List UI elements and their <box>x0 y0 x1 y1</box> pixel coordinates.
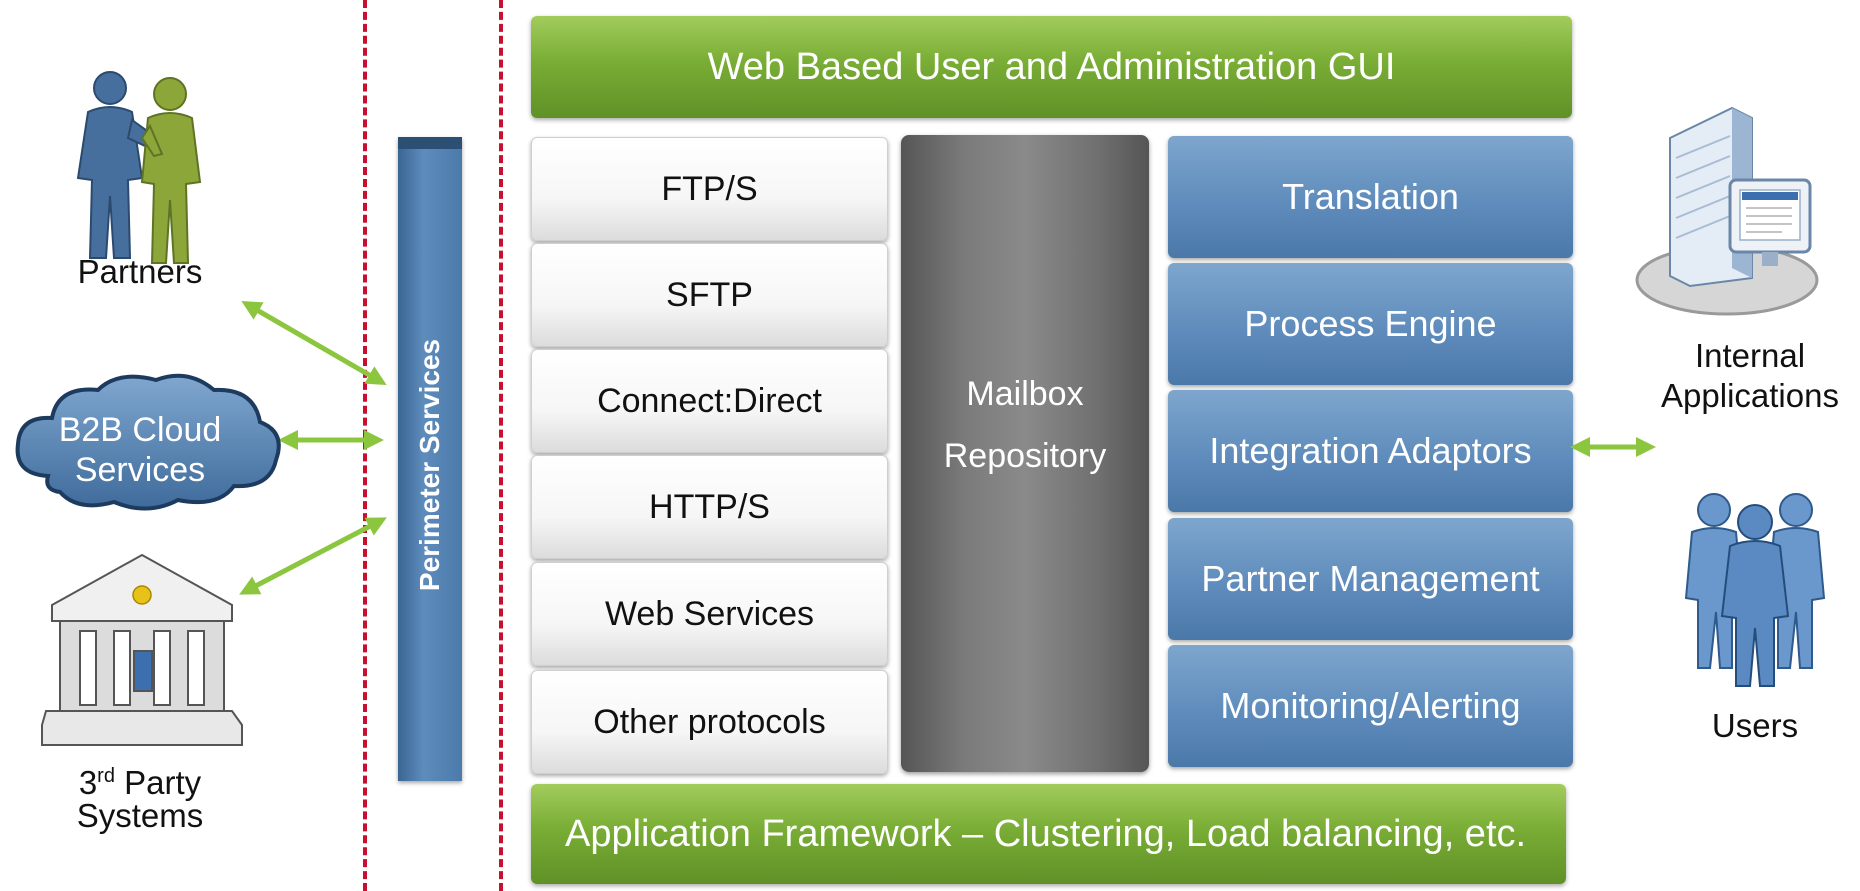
service-partner-management: Partner Management <box>1168 518 1573 640</box>
protocol-https: HTTP/S <box>531 455 888 559</box>
protocol-sftp: SFTP <box>531 243 888 347</box>
protocol-label: SFTP <box>666 275 753 314</box>
service-label: Monitoring/Alerting <box>1220 685 1521 726</box>
protocol-connect-direct: Connect:Direct <box>531 349 888 453</box>
protocol-other: Other protocols <box>531 670 888 774</box>
users-group-icon <box>1684 493 1826 687</box>
service-label: Partner Management <box>1201 558 1540 599</box>
mailbox-line2: Repository <box>943 437 1107 475</box>
protocol-label: HTTP/S <box>649 487 770 526</box>
third-party-label-line1: 3rd Party <box>40 756 240 803</box>
third-party-prefix: 3 <box>78 764 98 801</box>
arrow-third-party <box>239 517 387 595</box>
cloud-label-line1: B2B Cloud <box>58 411 222 449</box>
server-computer-icon <box>1635 106 1819 316</box>
web-gui-bar: Web Based User and Administration GUI <box>531 16 1572 118</box>
cloud-label-line2: Services <box>74 451 206 489</box>
third-party-rest: Party <box>114 764 202 801</box>
protocol-label: Web Services <box>604 594 815 633</box>
cloud-icon <box>15 373 281 511</box>
protocol-label: Other protocols <box>593 702 826 741</box>
perimeter-services-bar: Perimeter Services <box>398 137 462 781</box>
internal-label-line1: Internal <box>1694 337 1806 374</box>
internal-label-line2: Applications <box>1661 377 1839 414</box>
service-translation: Translation <box>1168 136 1573 258</box>
protocol-label: FTP/S <box>661 169 758 208</box>
boundary-line-right <box>499 0 503 891</box>
third-party-label-line2: Systems <box>76 797 204 834</box>
application-framework-label: Application Framework – Clustering, Load… <box>565 812 1527 855</box>
service-label: Translation <box>1282 176 1459 217</box>
protocol-label: Connect:Direct <box>597 381 822 420</box>
service-integration-adaptors: Integration Adaptors <box>1168 390 1573 512</box>
service-monitoring-alerting: Monitoring/Alerting <box>1168 645 1573 767</box>
government-building-icon <box>41 553 243 746</box>
partners-label: Partners <box>77 253 203 290</box>
handshake-people-icon <box>76 71 202 264</box>
users-label: Users <box>1711 707 1799 744</box>
service-process-engine: Process Engine <box>1168 263 1573 385</box>
service-label: Integration Adaptors <box>1209 430 1532 471</box>
web-gui-label: Web Based User and Administration GUI <box>707 45 1396 88</box>
arrow-partners <box>241 300 387 386</box>
service-label: Process Engine <box>1244 303 1497 344</box>
application-framework-bar: Application Framework – Clustering, Load… <box>531 784 1566 884</box>
mailbox-repository: Mailbox Repository <box>901 135 1149 772</box>
protocol-ftps: FTP/S <box>531 137 888 241</box>
mailbox-line1: Mailbox <box>966 375 1084 413</box>
protocol-web-services: Web Services <box>531 562 888 666</box>
third-party-sup: rd <box>97 765 115 787</box>
